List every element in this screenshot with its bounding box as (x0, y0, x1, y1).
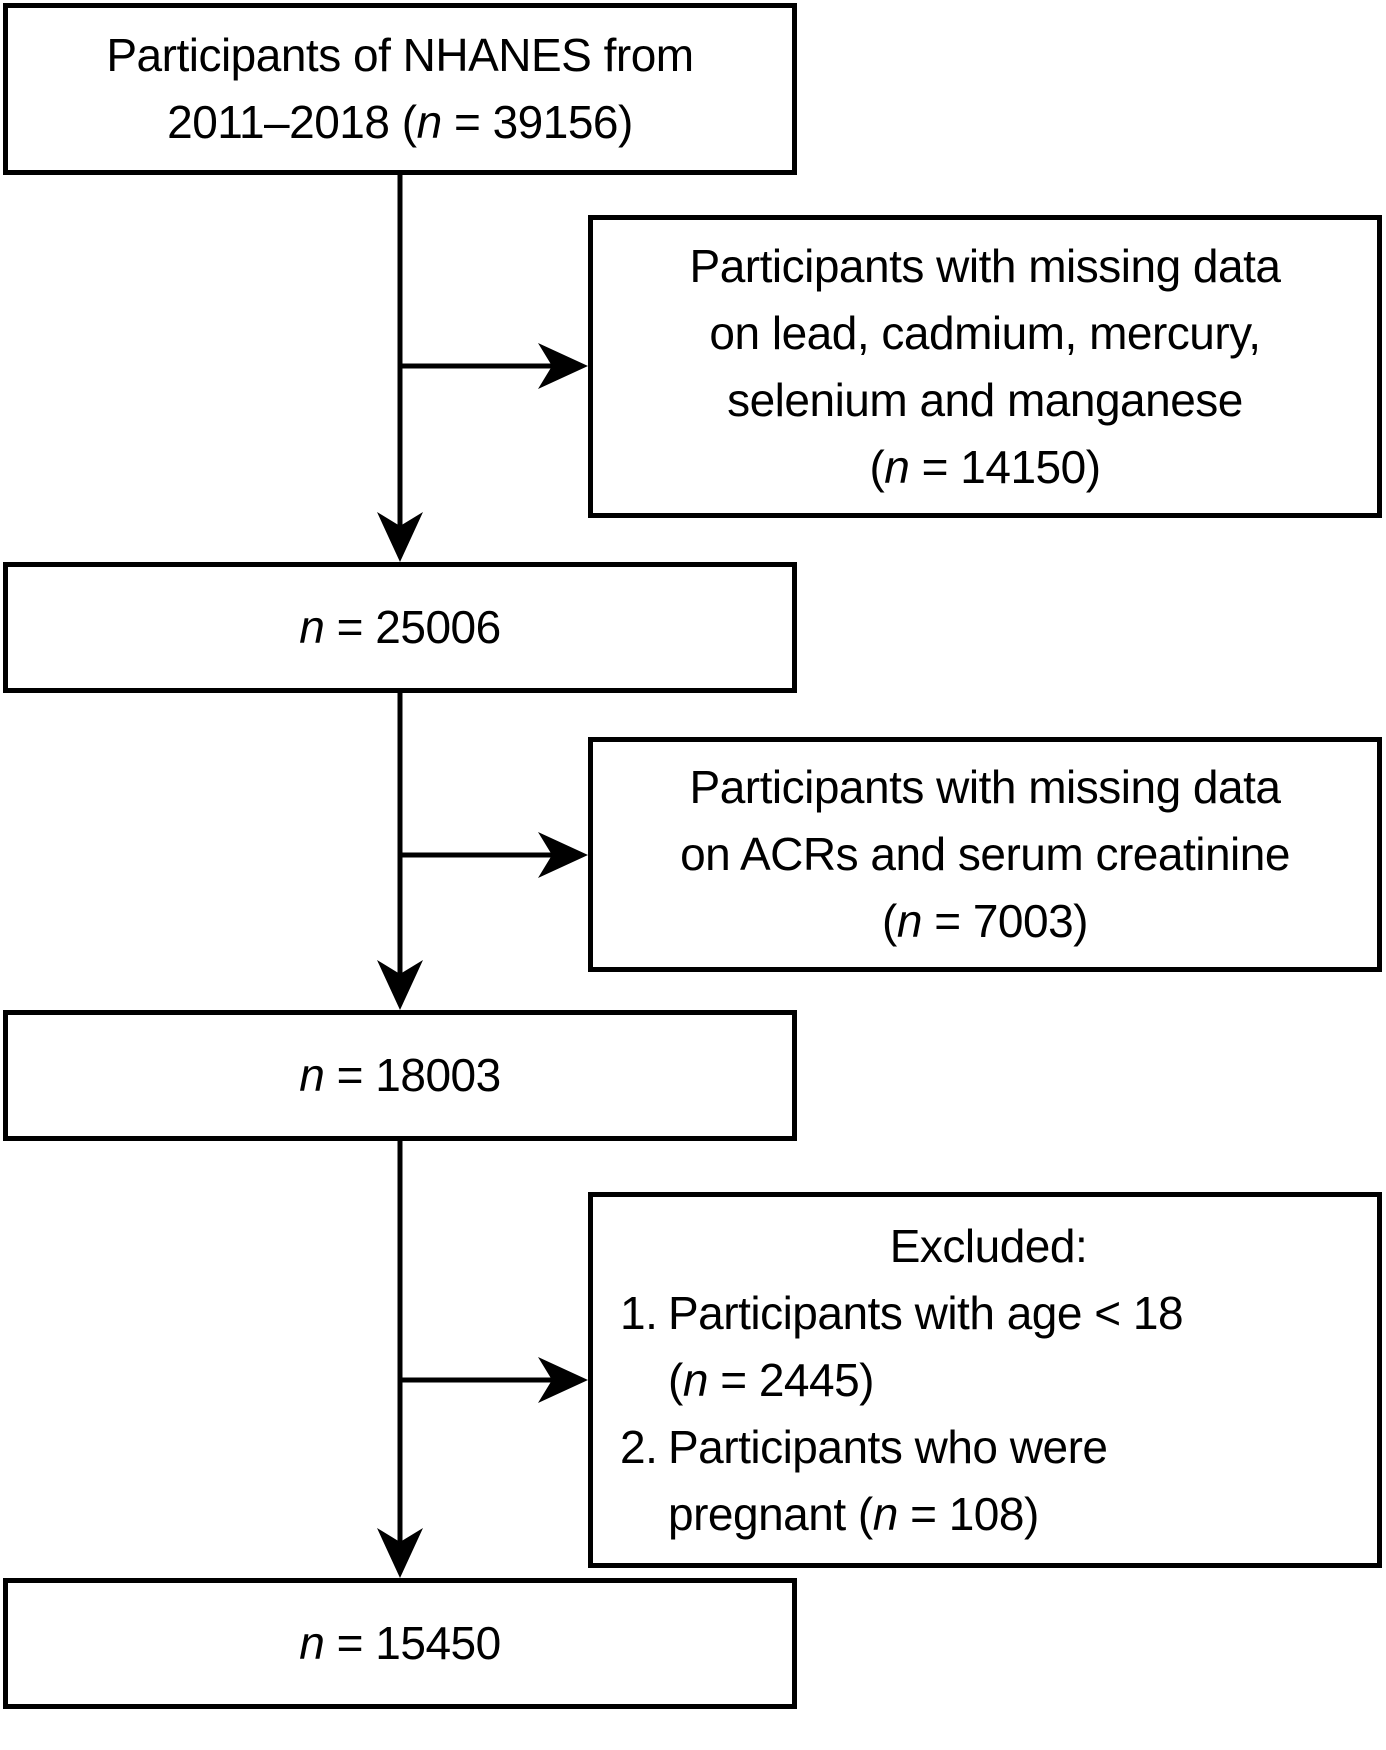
excluded-item-2: 2. Participants who were pregnant (n = 1… (620, 1414, 1357, 1548)
arrow-down-to-15450 (377, 1141, 423, 1578)
text-segment: = 15450 (324, 1617, 502, 1669)
box-n-15450: n = 15450 (3, 1578, 797, 1709)
excluded-item-2-body: Participants who were pregnant (n = 108) (668, 1414, 1357, 1548)
n-symbol: n (682, 1353, 709, 1406)
n-symbol: n (884, 440, 910, 493)
box-missing-acr: Participants with missing data on ACRs a… (588, 737, 1382, 972)
box-missing-metals: Participants with missing data on lead, … (588, 215, 1382, 518)
missing-acr-line-3: (n = 7003) (882, 888, 1089, 955)
n-symbol: n (299, 1049, 325, 1101)
excluded-item-1-body: Participants with age < 18 (n = 2445) (668, 1280, 1357, 1414)
count-line: n = 15450 (299, 1610, 502, 1677)
excluded-item-1-line-2: (n = 2445) (668, 1347, 1357, 1414)
missing-metals-line-1: Participants with missing data (690, 233, 1281, 300)
text-segment: = 2445) (707, 1353, 874, 1406)
n-symbol: n (872, 1487, 899, 1540)
text-segment: Participants who were (668, 1420, 1108, 1473)
arrow-right-to-missing-metals (400, 343, 588, 389)
n-symbol: n (299, 1617, 325, 1669)
text-segment: = 14150) (909, 440, 1101, 493)
text-segment: = 25006 (324, 601, 502, 653)
text-segment: Participants with missing data (689, 239, 1281, 292)
excluded-item-1: 1. Participants with age < 18 (n = 2445) (620, 1280, 1357, 1414)
excluded-item-2-line-2: pregnant (n = 108) (668, 1481, 1357, 1548)
n-symbol: n (896, 895, 923, 947)
n-symbol: n (416, 96, 443, 148)
text-segment: on ACRs and serum creatinine (680, 828, 1290, 880)
text-segment: ( (668, 1353, 683, 1406)
text-segment: Participants with age < 18 (668, 1286, 1184, 1339)
box-excluded: Excluded: 1. Participants with age < 18 … (588, 1192, 1382, 1568)
text-segment: = 108) (897, 1487, 1039, 1540)
count-line: n = 25006 (299, 594, 502, 661)
text-segment: = 39156) (441, 96, 633, 148)
arrow-down-to-18003 (377, 693, 423, 1010)
start-line-2: 2011–2018 (n = 39156) (167, 89, 633, 156)
missing-acr-line-1: Participants with missing data (690, 754, 1281, 821)
text-segment: = 18003 (324, 1049, 502, 1101)
text-segment: pregnant ( (668, 1487, 873, 1540)
n-symbol: n (299, 601, 325, 653)
excluded-item-1-line-1: Participants with age < 18 (668, 1280, 1357, 1347)
arrow-down-to-25006 (377, 175, 423, 562)
text-segment: selenium and manganese (727, 373, 1243, 426)
count-line: n = 18003 (299, 1042, 502, 1109)
text-segment: = 7003) (921, 895, 1088, 947)
arrow-right-to-missing-acr (400, 832, 588, 878)
text-segment: ( (869, 440, 885, 493)
missing-acr-line-2: on ACRs and serum creatinine (680, 821, 1290, 888)
text-segment: Participants with missing data (689, 761, 1281, 813)
start-line-1: Participants of NHANES from (106, 22, 694, 89)
box-n-18003: n = 18003 (3, 1010, 797, 1141)
text-segment: Participants of NHANES from (106, 29, 694, 81)
text-segment: 2011–2018 ( (167, 96, 417, 148)
box-n-25006: n = 25006 (3, 562, 797, 693)
list-marker: 2. (620, 1420, 658, 1473)
text-segment: on lead, cadmium, mercury, (709, 306, 1261, 359)
arrow-right-to-excluded (400, 1357, 588, 1403)
excluded-item-2-line-1: Participants who were (668, 1414, 1357, 1481)
missing-metals-line-3: selenium and manganese (727, 367, 1243, 434)
missing-metals-line-2: on lead, cadmium, mercury, (709, 300, 1261, 367)
text-segment: ( (882, 895, 897, 947)
box-nhanes-participants: Participants of NHANES from 2011–2018 (n… (3, 3, 797, 175)
missing-metals-line-4: (n = 14150) (869, 434, 1101, 501)
excluded-heading: Excluded: (889, 1219, 1088, 1272)
list-marker: 1. (620, 1286, 658, 1339)
